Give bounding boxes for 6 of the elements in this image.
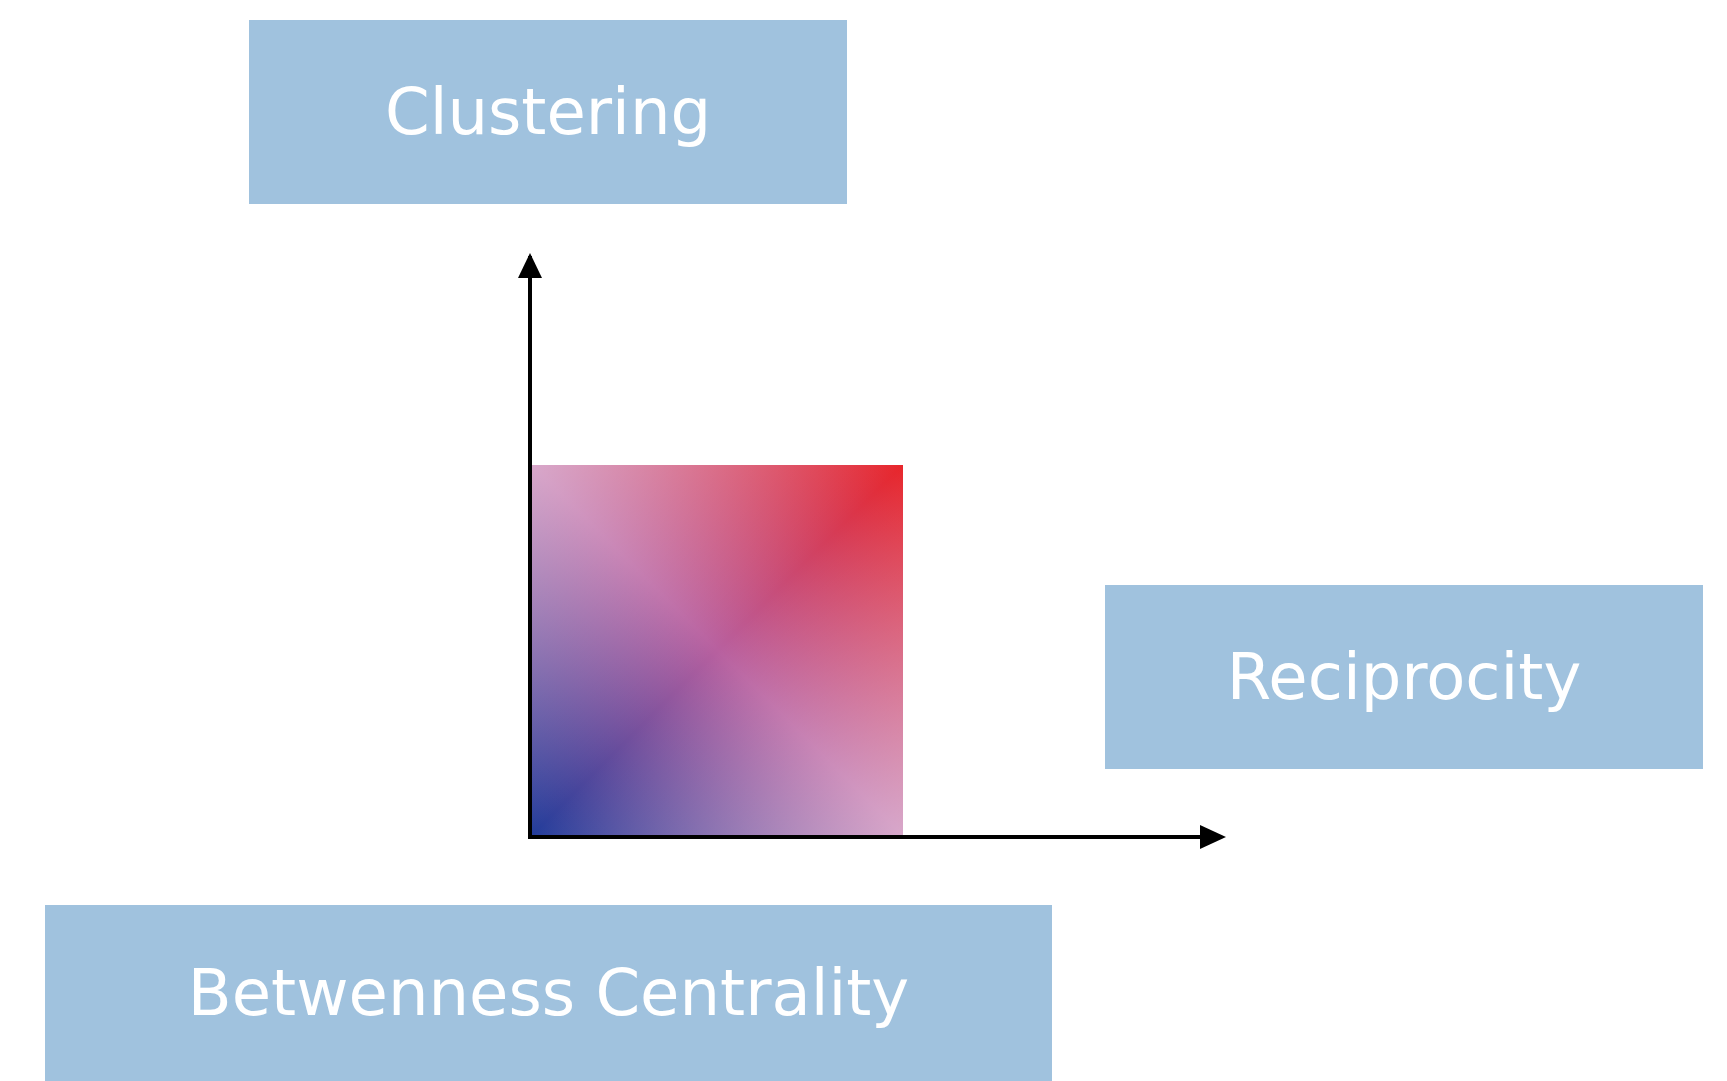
axis-label-box <box>1105 585 1703 769</box>
axis-label-box <box>249 20 847 204</box>
axis-label-box <box>45 905 1052 1081</box>
axis-label: Clustering <box>384 75 712 149</box>
axis-label: Betwenness Centrality <box>187 956 910 1030</box>
axis-label: Reciprocity <box>1226 640 1582 714</box>
